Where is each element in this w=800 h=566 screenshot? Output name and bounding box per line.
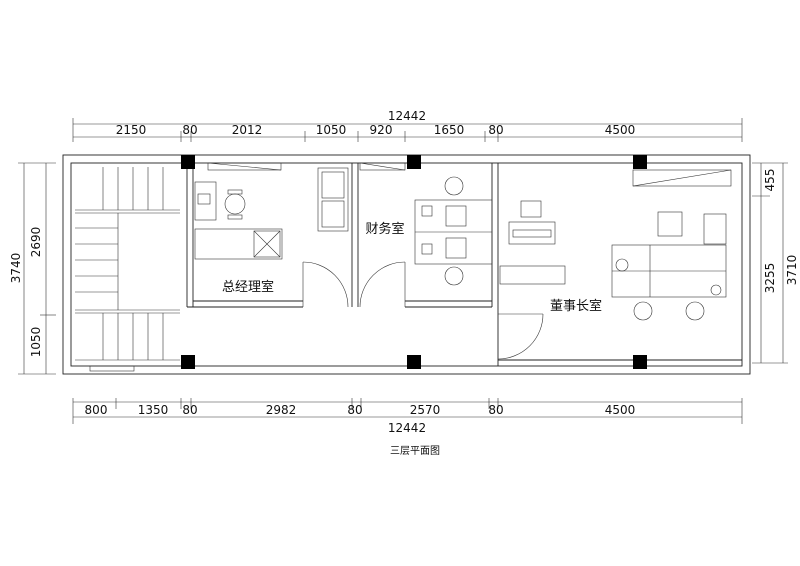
top-dim-segment: 920 <box>370 123 393 137</box>
gm-office-furniture <box>194 162 349 260</box>
finance-room-furniture <box>359 162 493 286</box>
right-total-dimension: 3710 <box>785 255 799 286</box>
top-dim-segment: 80 <box>182 123 197 137</box>
structural-columns <box>181 155 647 369</box>
top-dim-segment: 2012 <box>232 123 263 137</box>
left-dim-segment: 2690 <box>29 227 43 258</box>
bottom-dim-segment: 80 <box>347 403 362 417</box>
top-dim-segment: 80 <box>488 123 503 137</box>
top-dim-segment: 4500 <box>605 123 636 137</box>
left-dimensions: 3740 2690 1050 <box>9 162 56 375</box>
top-dimensions: 12442 2150 80 2012 1050 920 1650 80 4500 <box>72 109 743 142</box>
bottom-dim-segment: 80 <box>182 403 197 417</box>
top-dim-segment: 2150 <box>116 123 147 137</box>
right-dim-segment: 3255 <box>763 263 777 294</box>
bottom-dim-segment: 2570 <box>410 403 441 417</box>
bottom-dimensions: 800 1350 80 2982 80 2570 80 4500 12442 <box>72 398 743 435</box>
bottom-dim-segment: 4500 <box>605 403 636 417</box>
top-total-dimension: 12442 <box>388 109 426 123</box>
bottom-total-dimension: 12442 <box>388 421 426 435</box>
left-dim-segment: 1050 <box>29 327 43 358</box>
doors <box>302 261 544 360</box>
top-dim-segment: 1050 <box>316 123 347 137</box>
top-dim-segment: 1650 <box>434 123 465 137</box>
right-dimensions: 455 3255 3710 <box>752 162 799 364</box>
right-dim-segment: 455 <box>763 169 777 192</box>
chairman-office-furniture <box>499 169 732 321</box>
room-label-finance: 财务室 <box>365 221 404 237</box>
room-label-general-manager: 总经理室 <box>222 279 274 295</box>
bottom-dim-segment: 80 <box>488 403 503 417</box>
left-total-dimension: 3740 <box>9 253 23 284</box>
staircase <box>75 167 180 361</box>
plan-title: 三层平面图 <box>390 445 440 457</box>
bottom-dim-segment: 2982 <box>266 403 297 417</box>
bottom-dim-segment: 1350 <box>138 403 169 417</box>
outer-walls <box>62 154 751 375</box>
interior-walls <box>89 163 742 372</box>
room-label-chairman: 董事长室 <box>550 298 602 314</box>
bottom-dim-segment: 800 <box>85 403 108 417</box>
room-labels: 总经理室 财务室 董事长室 <box>222 221 602 314</box>
